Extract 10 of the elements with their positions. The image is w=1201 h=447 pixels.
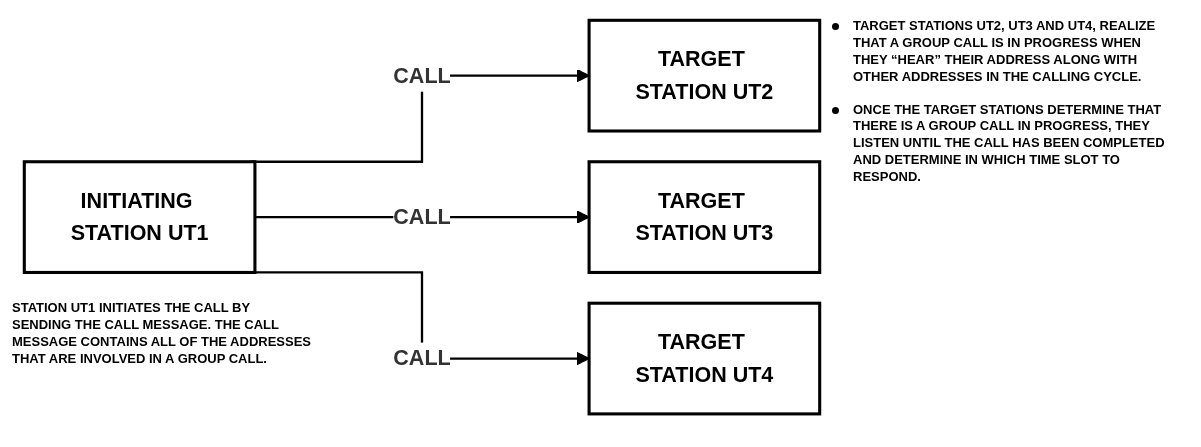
node-box: TARGET STATION UT2 [587, 18, 822, 133]
node-box: INITIATING STATION UT1 [22, 160, 257, 274]
edge-label: CALL [393, 204, 451, 229]
node-box: TARGET STATION UT3 [587, 160, 822, 274]
note-text: TARGET STATIONS UT2, UT3 AND UT4, REALIZE THAT A GROUP CALL IS IN PROGRESS WHEN THEY “HEAR” THEIR ADDRESS ALONG WITH OTHER ADDRESSES IN THE CALLING CYCLE. [853, 18, 1157, 86]
note-text: STATION UT1 INITIATES THE CALL BY SENDING THE CALL MESSAGE. THE CALL MESSAGE CONTAINS ALL OF THE ADDRESSES THAT ARE INVOLVED IN A GROUP CALL. [12, 300, 312, 368]
note-text: ONCE THE TARGET STATIONS DETERMINE THAT THERE IS A GROUP CALL IN PROGRESS, THEY LISTEN UNTIL THE CALL HAS BEEN COMPLETED AND DETERMINE IN WHICH TIME SLOT TO RESPOND. [853, 101, 1166, 186]
edge-label: CALL [393, 62, 451, 88]
edge-label: CALL [393, 345, 451, 371]
node-box: TARGET STATION UT4 [587, 301, 822, 416]
